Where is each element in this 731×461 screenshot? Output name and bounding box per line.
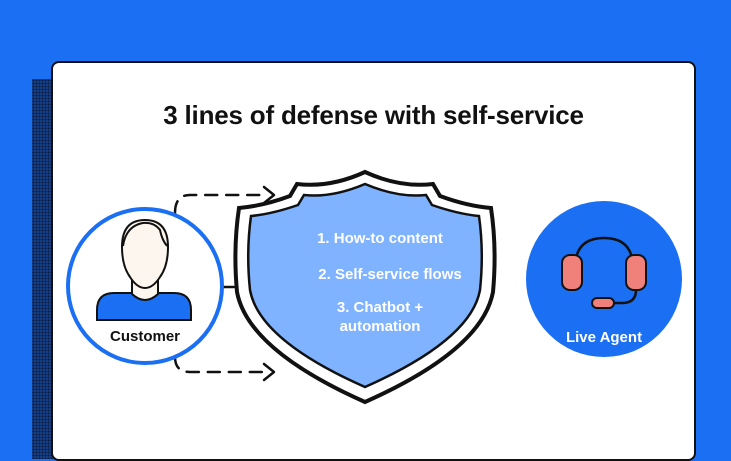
agent-label: Live Agent: [565, 329, 643, 346]
dashed-arrow-icon: [173, 185, 276, 215]
defense-line-3: 3. Chatbot + automation: [336, 299, 424, 335]
shield-icon: [233, 169, 497, 405]
defense-line-1: 1. How-to content: [317, 230, 443, 247]
diagram-title: 3 lines of defense with self-service: [163, 100, 584, 130]
agent-node: [526, 201, 682, 357]
defense-line-2: 2. Self-service flows: [318, 266, 462, 283]
dashed-arrow-icon: [173, 355, 276, 382]
customer-label: Customer: [109, 328, 180, 345]
customer-node: [66, 207, 224, 365]
headset-icon: [561, 236, 647, 309]
person-icon: [96, 218, 192, 321]
